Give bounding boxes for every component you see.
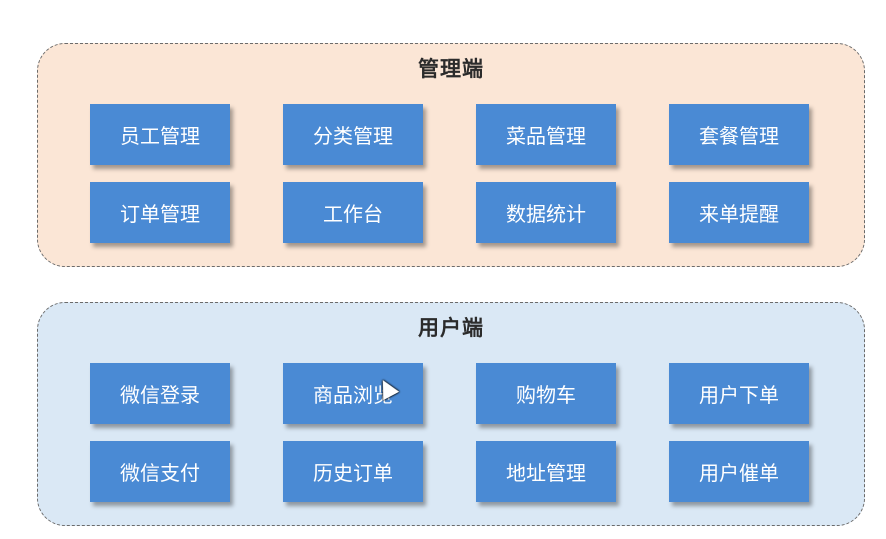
admin-module-grid: 员工管理 分类管理 菜品管理 套餐管理 订单管理 工作台 数据统计 来单提醒 bbox=[90, 104, 809, 243]
admin-module-category[interactable]: 分类管理 bbox=[283, 104, 423, 165]
user-module-browse-products[interactable]: 商品浏览 bbox=[283, 363, 423, 424]
admin-module-order-alert[interactable]: 来单提醒 bbox=[669, 182, 809, 243]
user-module-place-order[interactable]: 用户下单 bbox=[669, 363, 809, 424]
admin-module-employee[interactable]: 员工管理 bbox=[90, 104, 230, 165]
user-module-cart[interactable]: 购物车 bbox=[476, 363, 616, 424]
admin-module-order[interactable]: 订单管理 bbox=[90, 182, 230, 243]
user-module-wechat-pay[interactable]: 微信支付 bbox=[90, 441, 230, 502]
user-module-wechat-login[interactable]: 微信登录 bbox=[90, 363, 230, 424]
user-panel-title: 用户端 bbox=[418, 316, 484, 340]
user-module-address[interactable]: 地址管理 bbox=[476, 441, 616, 502]
user-module-order-history[interactable]: 历史订单 bbox=[283, 441, 423, 502]
admin-module-statistics[interactable]: 数据统计 bbox=[476, 182, 616, 243]
admin-module-dish[interactable]: 菜品管理 bbox=[476, 104, 616, 165]
admin-module-workbench[interactable]: 工作台 bbox=[283, 182, 423, 243]
admin-panel: 管理端 员工管理 分类管理 菜品管理 套餐管理 订单管理 工作台 数据统计 来单… bbox=[37, 43, 865, 267]
user-panel: 用户端 微信登录 商品浏览 购物车 用户下单 微信支付 历史订单 地址管理 用户… bbox=[37, 302, 865, 526]
user-module-grid: 微信登录 商品浏览 购物车 用户下单 微信支付 历史订单 地址管理 用户催单 bbox=[90, 363, 809, 502]
admin-module-setmeal[interactable]: 套餐管理 bbox=[669, 104, 809, 165]
admin-panel-title: 管理端 bbox=[418, 57, 484, 81]
user-module-urge-order[interactable]: 用户催单 bbox=[669, 441, 809, 502]
